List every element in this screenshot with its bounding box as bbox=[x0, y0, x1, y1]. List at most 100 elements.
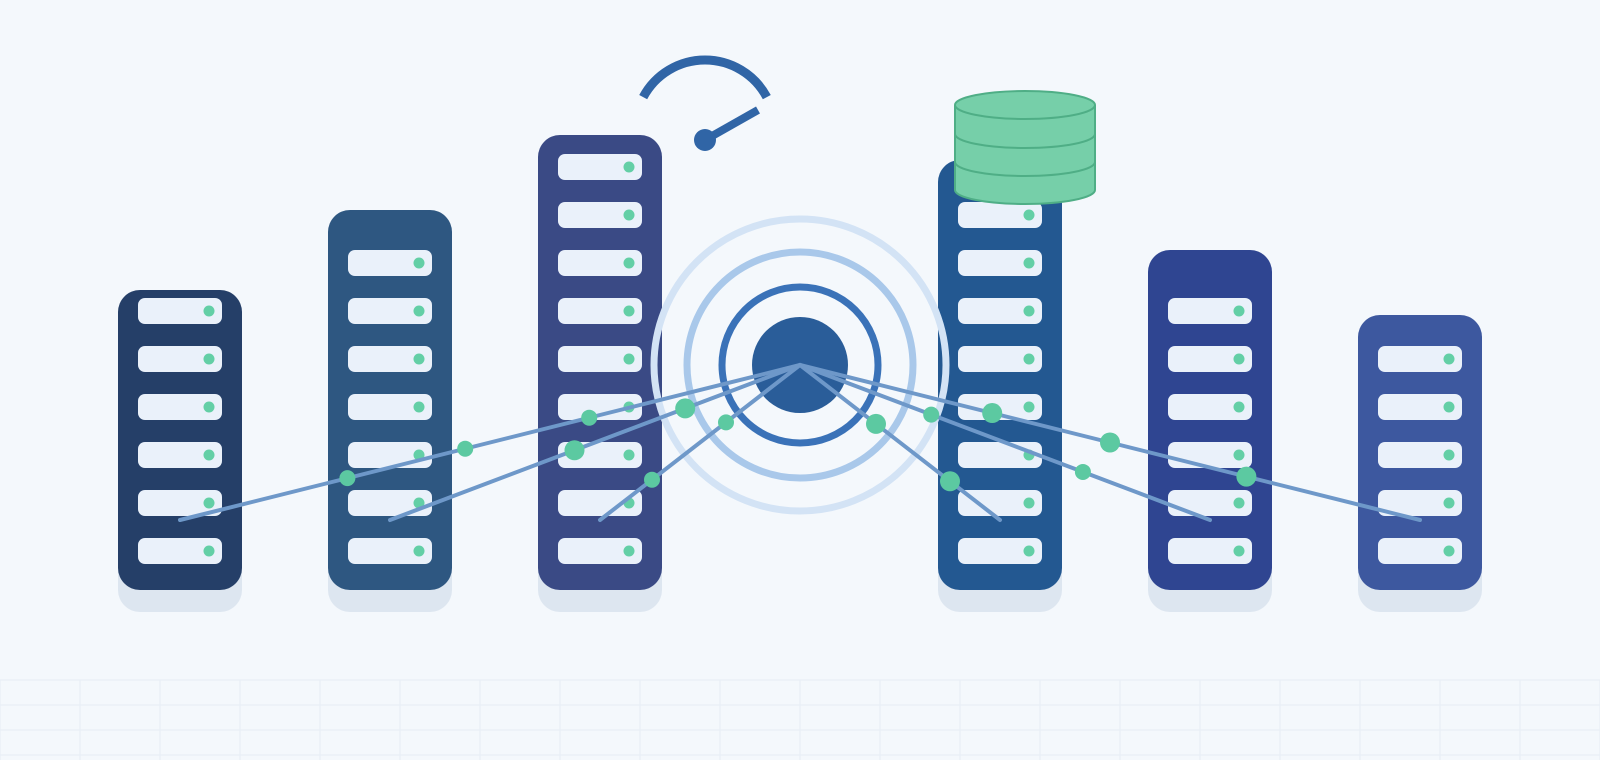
network-link bbox=[798, 363, 1212, 522]
rack-slot bbox=[558, 250, 642, 276]
server-rack-4 bbox=[938, 160, 1062, 612]
network-links bbox=[178, 363, 1422, 522]
status-led-icon bbox=[623, 161, 635, 173]
link-node bbox=[581, 409, 598, 426]
rack-slot bbox=[558, 202, 642, 228]
rack-slot bbox=[348, 346, 432, 372]
gauge-pivot bbox=[694, 129, 716, 151]
gauge-arc bbox=[639, 55, 771, 100]
status-led-icon bbox=[623, 257, 635, 269]
link-node bbox=[1074, 463, 1091, 480]
status-led-icon bbox=[1023, 257, 1035, 269]
rack-slot bbox=[958, 538, 1042, 564]
status-led-icon bbox=[1023, 497, 1035, 509]
status-led-icon bbox=[203, 545, 215, 557]
status-led-icon bbox=[623, 449, 635, 461]
status-led-icon bbox=[413, 305, 425, 317]
database-band bbox=[954, 133, 1096, 149]
signal-ring-outer bbox=[650, 215, 950, 515]
rack-slot bbox=[348, 394, 432, 420]
rack-slot bbox=[348, 298, 432, 324]
status-led-icon bbox=[1233, 401, 1245, 413]
link-node bbox=[457, 440, 474, 457]
link-node bbox=[923, 406, 940, 423]
rack-slot bbox=[1168, 298, 1252, 324]
status-led-icon bbox=[1233, 449, 1245, 461]
status-led-icon bbox=[623, 353, 635, 365]
rack-slot bbox=[558, 298, 642, 324]
status-led-icon bbox=[1443, 449, 1455, 461]
rack-slot bbox=[958, 490, 1042, 516]
signal-ring-middle bbox=[683, 248, 917, 482]
network-link bbox=[598, 363, 802, 522]
rack-slot bbox=[958, 346, 1042, 372]
speed-gauge-icon bbox=[639, 55, 771, 151]
database-top bbox=[954, 90, 1096, 120]
link-node bbox=[1100, 432, 1120, 453]
link-node bbox=[940, 471, 960, 492]
link-node bbox=[982, 403, 1003, 424]
rack-slot bbox=[958, 250, 1042, 276]
rack-slot bbox=[1168, 490, 1252, 516]
server-rack-2 bbox=[328, 210, 452, 612]
rack-slot bbox=[1168, 346, 1252, 372]
rack-slot bbox=[558, 154, 642, 180]
server-rack-5 bbox=[1148, 250, 1272, 612]
status-led-icon bbox=[203, 449, 215, 461]
rack-slot bbox=[138, 394, 222, 420]
rack-slot bbox=[1378, 442, 1462, 468]
rack-slot bbox=[138, 538, 222, 564]
status-led-icon bbox=[1023, 401, 1035, 413]
database-icon bbox=[954, 90, 1096, 205]
floor-grid bbox=[0, 679, 1600, 760]
status-led-icon bbox=[1023, 209, 1035, 221]
network-link bbox=[388, 363, 802, 522]
rack-slot bbox=[348, 490, 432, 516]
status-led-icon bbox=[1023, 353, 1035, 365]
link-node bbox=[718, 414, 734, 431]
server-rack-6 bbox=[1358, 315, 1482, 612]
status-led-icon bbox=[203, 353, 215, 365]
rack-slot bbox=[1168, 538, 1252, 564]
network-link bbox=[798, 363, 1002, 522]
link-node bbox=[675, 398, 696, 419]
status-led-icon bbox=[413, 545, 425, 557]
rack-slot bbox=[1168, 394, 1252, 420]
status-led-icon bbox=[623, 305, 635, 317]
status-led-icon bbox=[203, 401, 215, 413]
rack-slot bbox=[558, 394, 642, 420]
status-led-icon bbox=[203, 497, 215, 509]
rack-slot bbox=[348, 538, 432, 564]
status-led-icon bbox=[1443, 353, 1455, 365]
rack-slot bbox=[558, 346, 642, 372]
link-node bbox=[866, 413, 886, 434]
status-led-icon bbox=[1443, 497, 1455, 509]
status-led-icon bbox=[203, 305, 215, 317]
rack-slot bbox=[348, 250, 432, 276]
rack-slot bbox=[558, 490, 642, 516]
status-led-icon bbox=[623, 545, 635, 557]
server-rack-1 bbox=[118, 290, 242, 612]
link-node bbox=[564, 440, 585, 461]
network-link bbox=[178, 363, 802, 522]
rack-slot bbox=[1378, 490, 1462, 516]
status-led-icon bbox=[1443, 401, 1455, 413]
rack-slot bbox=[138, 346, 222, 372]
status-led-icon bbox=[1233, 545, 1245, 557]
status-led-icon bbox=[1443, 545, 1455, 557]
rack-slot bbox=[138, 298, 222, 324]
status-led-icon bbox=[413, 353, 425, 365]
status-led-icon bbox=[623, 209, 635, 221]
signal-ring-inner bbox=[718, 283, 882, 447]
rack-slot bbox=[138, 442, 222, 468]
status-led-icon bbox=[1023, 305, 1035, 317]
rack-slot bbox=[958, 202, 1042, 228]
link-node bbox=[339, 470, 356, 487]
status-led-icon bbox=[1233, 353, 1245, 365]
status-led-icon bbox=[1233, 305, 1245, 317]
server-rack-3 bbox=[538, 135, 662, 612]
rack-slot bbox=[138, 490, 222, 516]
link-node bbox=[644, 471, 660, 488]
rack-slot bbox=[558, 538, 642, 564]
